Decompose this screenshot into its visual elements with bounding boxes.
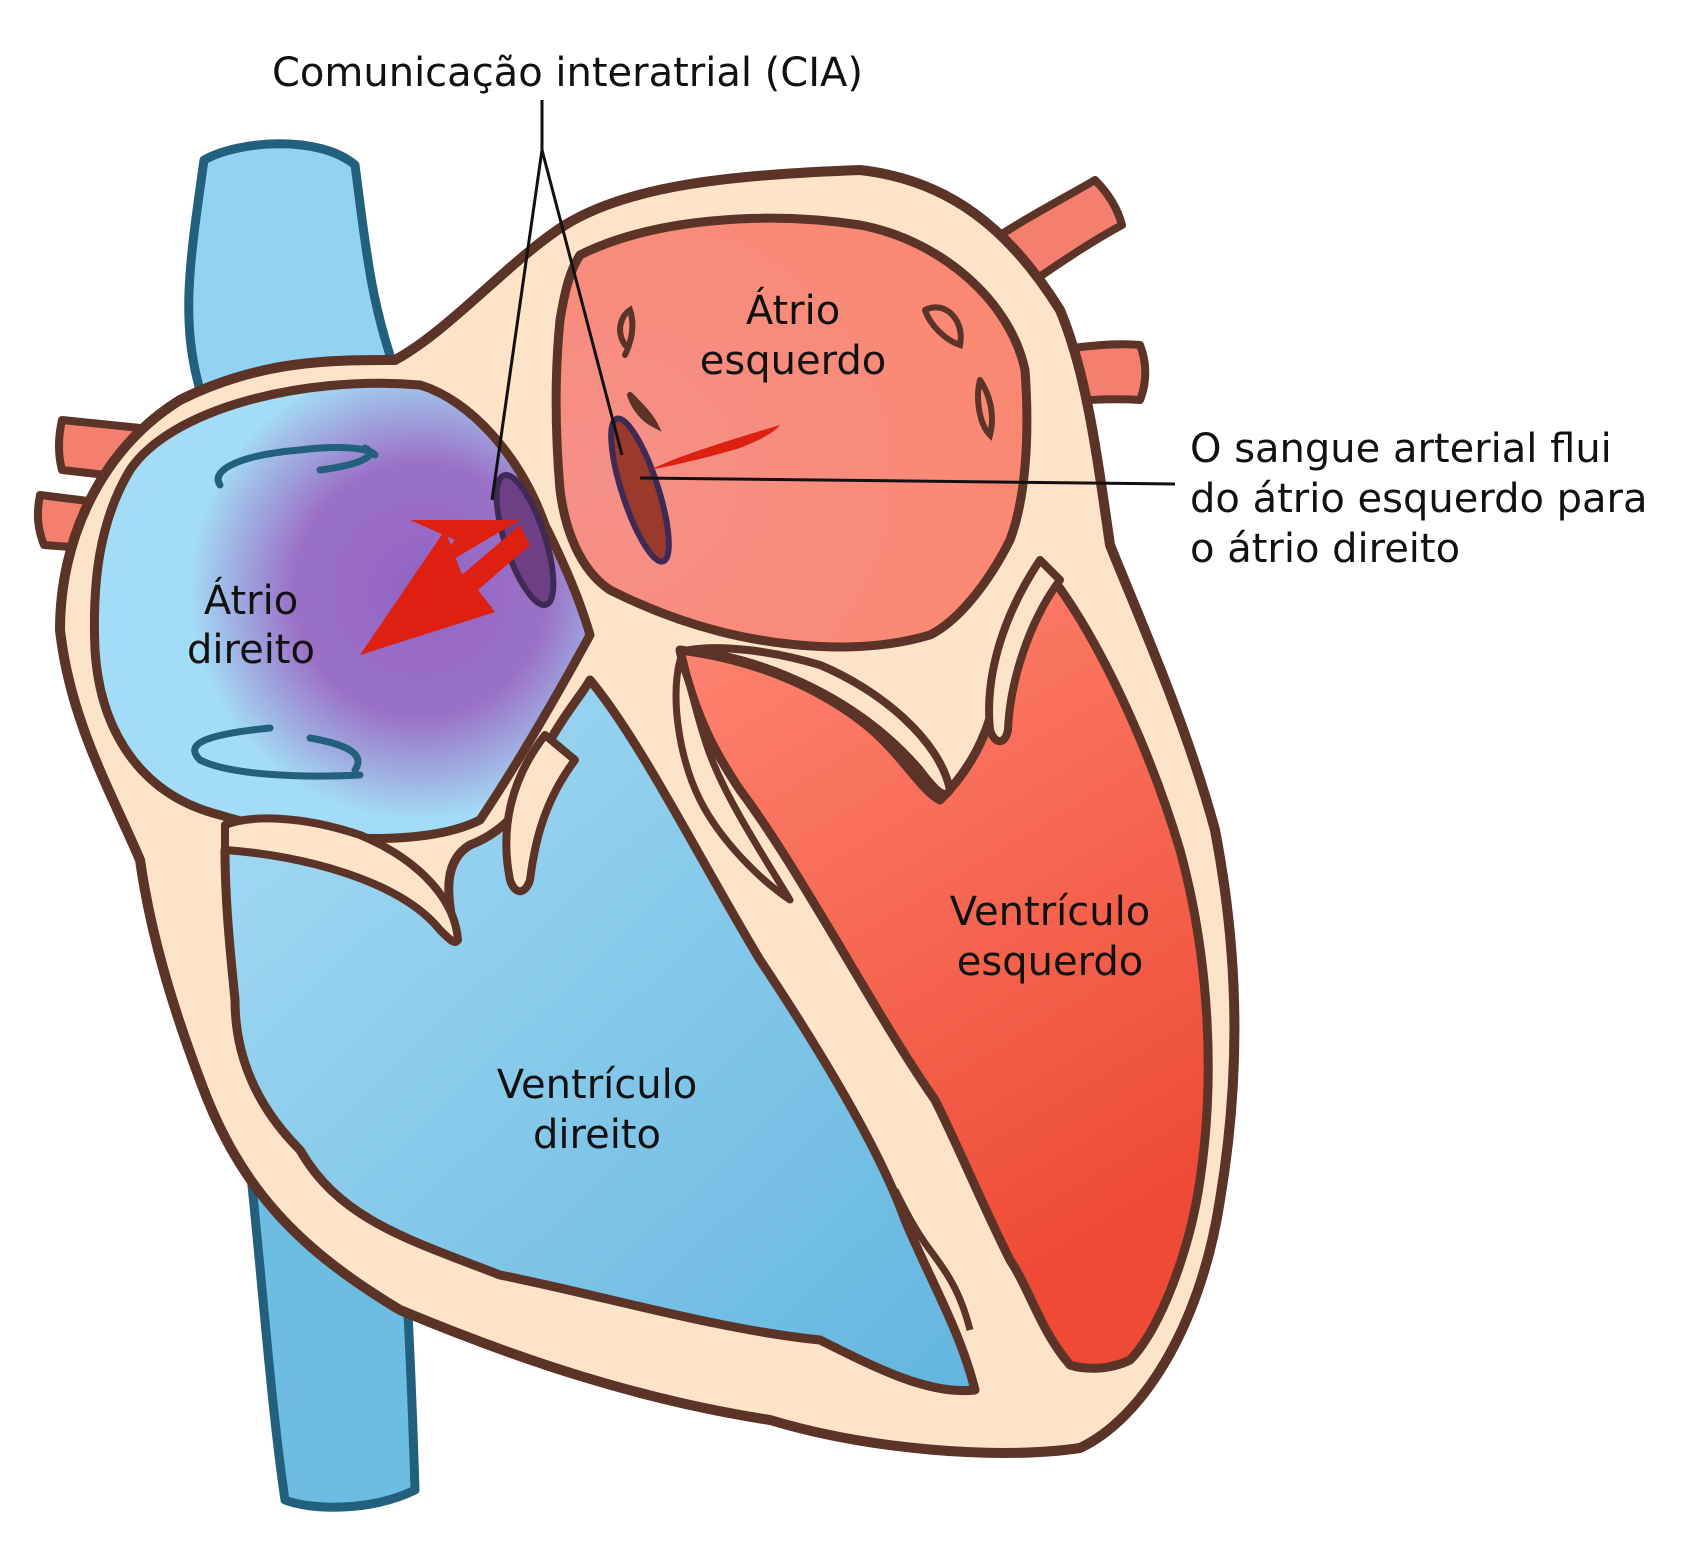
left-atrium-label-line1: Átrio — [746, 286, 840, 334]
cia-leader-to-left — [540, 149, 624, 456]
cia-leader-to-right — [490, 149, 544, 501]
blood-flow-arrows — [360, 425, 780, 655]
left-ventricle-chamber — [675, 570, 1213, 1373]
superior-vena-cava — [184, 139, 400, 395]
right-atrium-label-line1: Átrio — [204, 576, 298, 624]
callout-lines — [490, 100, 1176, 501]
flow-note-line2: do átrio esquerdo para — [1190, 476, 1648, 522]
cia-label: Comunicação interatrial (CIA) — [272, 50, 863, 96]
mitral-leaflet-right — [985, 556, 1064, 746]
left-atrium-label-line2: esquerdo — [700, 338, 886, 384]
septum-ragged-edge — [891, 1188, 974, 1331]
right-ventricle-chamber — [220, 675, 980, 1396]
left-ventricle-label-line1: Ventrículo — [950, 889, 1150, 935]
right-ventricle-label-line2: direito — [533, 1112, 661, 1158]
tricuspid-leaflet-right — [502, 731, 579, 896]
left-ventricle-label-line2: esquerdo — [957, 939, 1143, 985]
pv-opening-2 — [627, 392, 662, 432]
flow-arrow-right-atrium-head — [360, 525, 530, 655]
flow-note-line1: O sangue arterial flui — [1190, 426, 1612, 472]
tricuspid-leaflet-left — [221, 814, 462, 946]
right-atrium-label-line2: direito — [187, 627, 315, 673]
pv-opening-1 — [617, 305, 636, 358]
valve-leaflets — [221, 556, 1064, 946]
right-atrium-openings — [191, 444, 379, 780]
left-atrium-openings — [617, 304, 995, 441]
svc-opening-curl — [214, 444, 379, 489]
pv-opening-4 — [975, 377, 995, 441]
septum-leaflet — [672, 656, 794, 904]
right-atrium-outline — [89, 378, 595, 843]
cia-hole-left-side — [608, 415, 672, 565]
flow-arrow-left-atrium — [650, 425, 780, 470]
pv-opening-3 — [922, 304, 964, 349]
mitral-leaflet-left — [686, 644, 954, 798]
right-ventricle-label-line1: Ventrículo — [497, 1062, 697, 1108]
ivc-opening-curl — [191, 724, 364, 780]
left-atrium-chamber — [551, 213, 1032, 652]
flow-note-line3: o átrio direito — [1190, 526, 1460, 572]
flow-note-leader — [639, 476, 1176, 486]
